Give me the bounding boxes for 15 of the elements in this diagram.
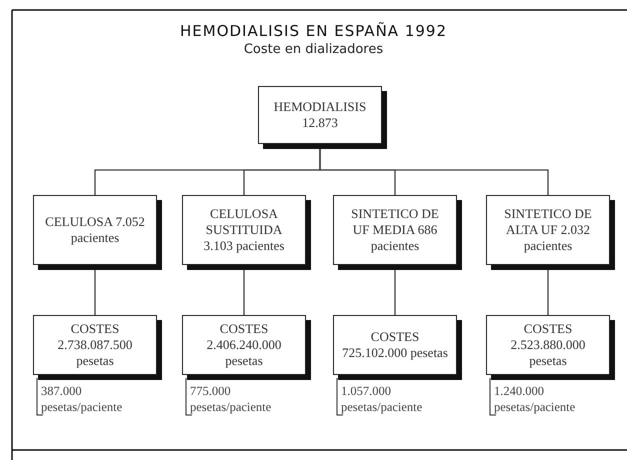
diagram-subtitle: Coste en dializadores <box>242 42 384 57</box>
box-text: COSTES 2.406.240.000 pesetas <box>206 320 282 370</box>
diagram-title: HEMODIALISIS EN ESPAÑA 1992 <box>179 22 448 40</box>
box-text: COSTES 2.738.087.500 pesetas <box>56 320 134 370</box>
box-text: SINTETICO DE ALTA UF 2.032 pacientes <box>503 206 593 254</box>
per-patient-note: 387.000 pesetas/paciente <box>41 383 124 416</box>
box-text: HEMODIALISIS 12.873 <box>272 98 368 132</box>
box-text: COSTES 725.102.000 pesetas <box>342 328 448 362</box>
box-text: CELULOSA SUSTITUIDA 3.103 pacientes <box>202 206 286 254</box>
box-text: SINTETICO DE UF MEDIA 686 pacientes <box>350 206 440 254</box>
per-patient-note: 775.000 pesetas/paciente <box>190 383 272 416</box>
box-text: CELULOSA 7.052 pacientes <box>44 214 146 246</box>
box-text: COSTES 2.523.880.000 pesetas <box>510 320 586 370</box>
per-patient-note: 1.057.000 pesetas/paciente <box>341 383 424 416</box>
per-patient-note: 1.240.000 pesetas/paciente <box>494 383 576 416</box>
